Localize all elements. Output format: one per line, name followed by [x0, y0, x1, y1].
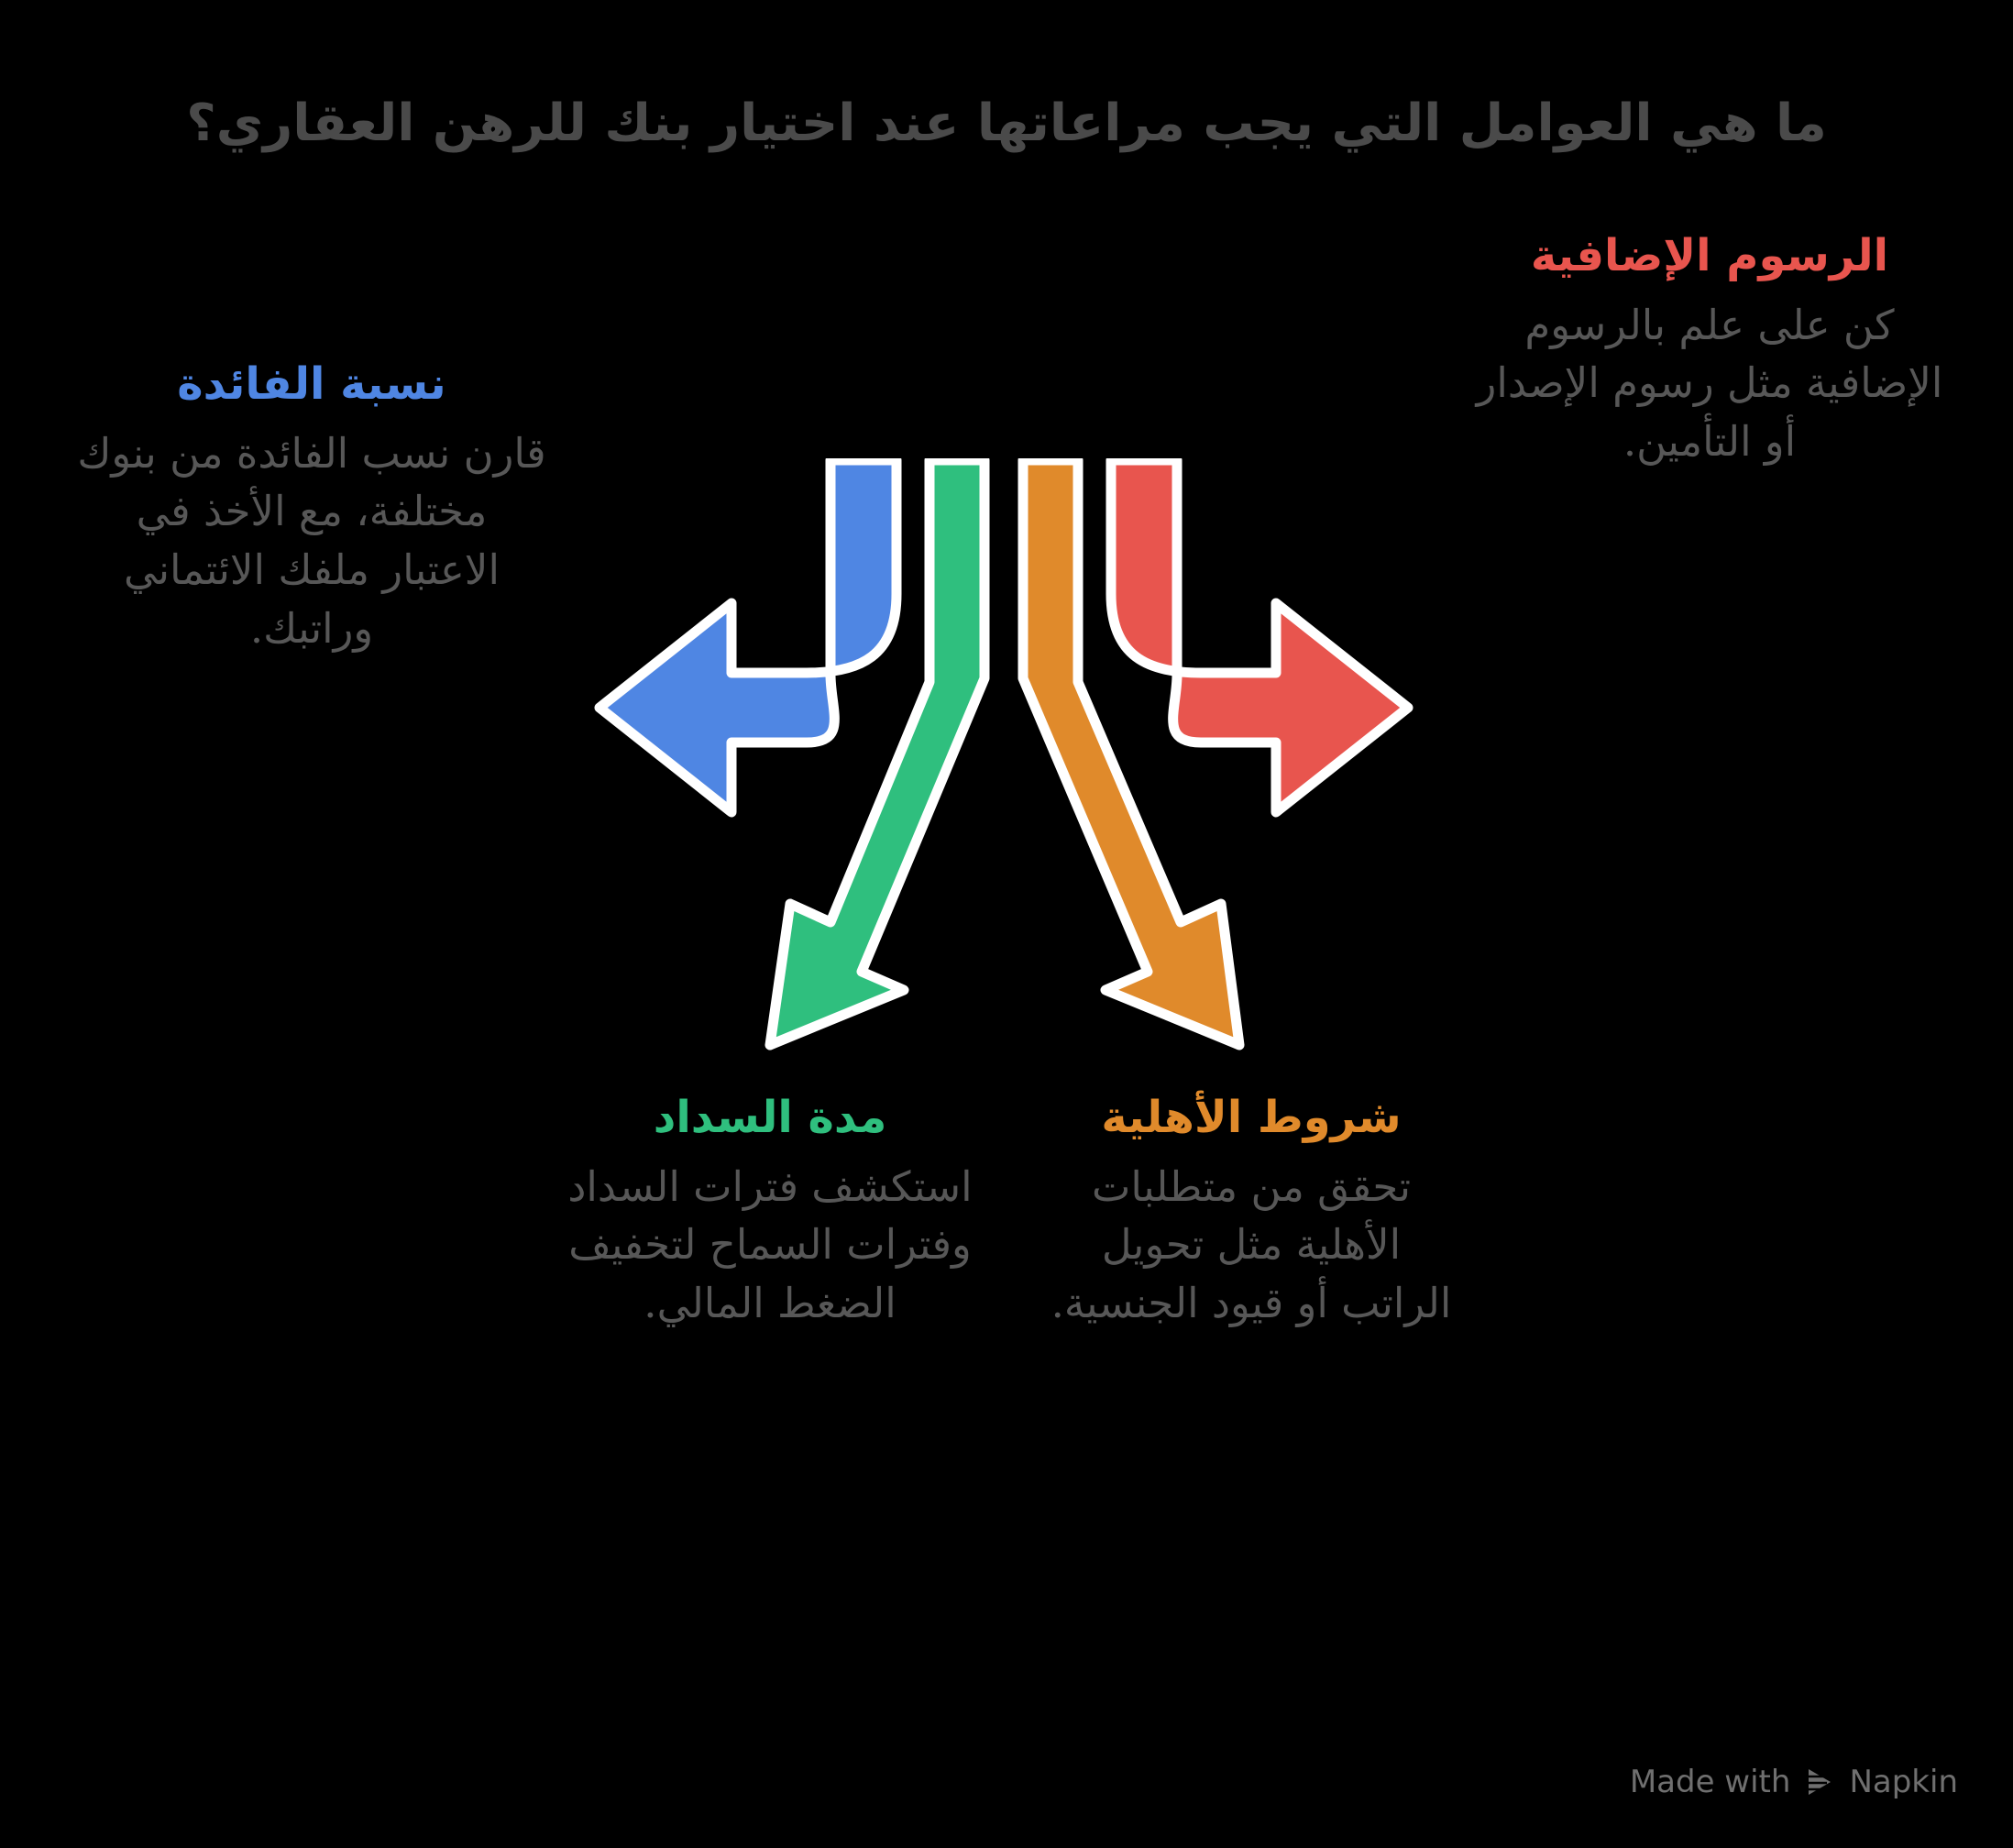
- node-additional-fees-heading: الرسوم الإضافية: [1530, 230, 1889, 281]
- node-repayment-period-heading: مدة السداد: [653, 1092, 887, 1143]
- node-repayment-period: مدة السداد استكشف فترات السداد وفترات ال…: [550, 1091, 990, 1333]
- arrow-blue-left: [594, 458, 902, 818]
- node-eligibility-conditions-body: تحقق من متطلبات الأهلية مثل تحويل الراتب…: [1050, 1161, 1452, 1328]
- node-interest-rate-body: قارن نسب الفائدة من بنوك مختلفة، مع الأخ…: [77, 428, 546, 654]
- node-eligibility-conditions: شروط الأهلية تحقق من متطلبات الأهلية مثل…: [1045, 1091, 1458, 1333]
- node-eligibility-conditions-heading: شروط الأهلية: [1101, 1092, 1402, 1143]
- napkin-logo-icon: [1805, 1769, 1832, 1795]
- arrow-green-down: [764, 458, 990, 1050]
- node-interest-rate: نسبة الفائدة قارن نسب الفائدة من بنوك مخ…: [73, 358, 550, 658]
- napkin-watermark: Made with Napkin: [1630, 1764, 1958, 1800]
- node-repayment-period-body: استكشف فترات السداد وفترات السماح لتخفيف…: [567, 1161, 973, 1328]
- fan-out-arrow-diagram: [594, 458, 1414, 1050]
- watermark-brand-label: Napkin: [1849, 1764, 1958, 1800]
- node-additional-fees-body: كن على علم بالرسوم الإضافية مثل رسوم الإ…: [1476, 300, 1943, 467]
- node-additional-fees: الرسوم الإضافية كن على علم بالرسوم الإضا…: [1467, 229, 1952, 471]
- page-title: ما هي العوامل التي يجب مراعاتها عند اختي…: [186, 94, 1827, 153]
- arrow-red-right: [1106, 458, 1414, 818]
- watermark-prefix-label: Made with: [1629, 1764, 1791, 1800]
- arrow-blue-shape: [594, 458, 902, 818]
- arrow-orange-down: [1018, 458, 1245, 1050]
- node-interest-rate-heading: نسبة الفائدة: [177, 358, 446, 410]
